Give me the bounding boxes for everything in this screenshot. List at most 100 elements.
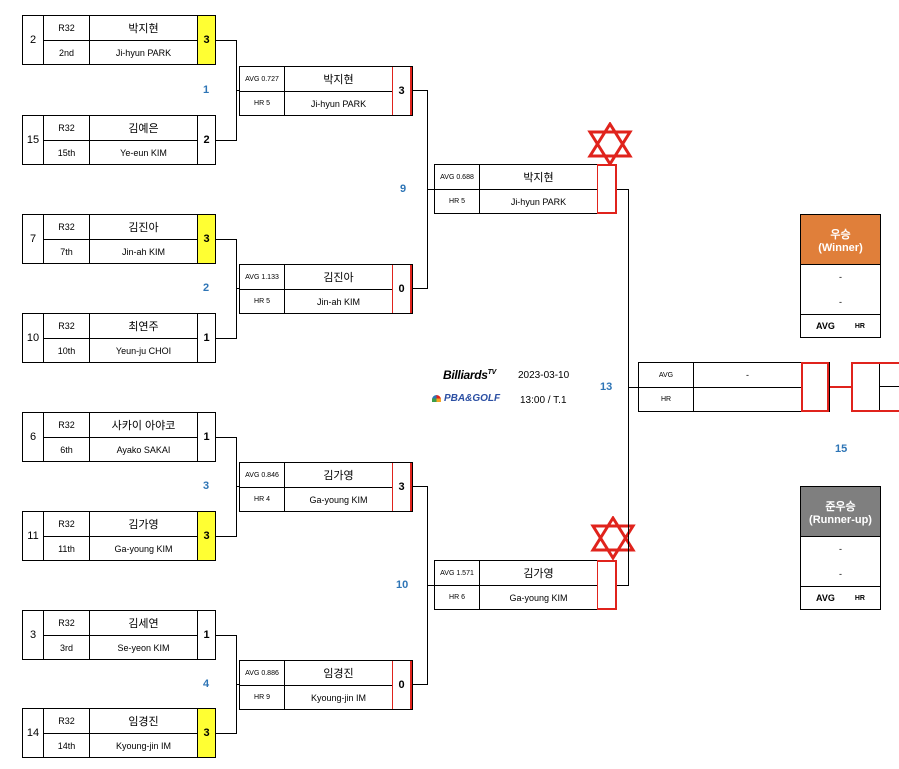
player-name-kor: 김가영 — [479, 561, 597, 585]
score-empty — [597, 560, 617, 610]
seed-number: 15 — [26, 134, 40, 146]
rank-label: 11th — [43, 536, 89, 560]
runnerup-subtitle: (Runner-up) — [809, 513, 872, 526]
r1-slot-5: 6 R32 6th 사카이 아야코 Ayako SAKAI 1 — [22, 412, 216, 462]
r1-slot-4: 10 R32 10th 최연주 Yeun-ju CHOI 1 — [22, 313, 216, 363]
connector — [236, 437, 237, 537]
semi-slot-1: AVG 0.688 HR 5 박지현 Ji-hyun PARK — [434, 164, 617, 214]
connector — [427, 585, 435, 586]
player-name-eng: Jin-ah KIM — [89, 239, 197, 263]
r1-slot-2: 15 R32 15th 김예은 Ye-eun KIM 2 — [22, 115, 216, 165]
round-label: R32 — [43, 16, 89, 40]
score-winner: 3 — [197, 16, 215, 64]
rank-label: 2nd — [43, 40, 89, 64]
winner-stats: AVG HR — [801, 314, 880, 337]
score-winner: 3 — [197, 512, 215, 560]
player-name-kor: 김가영 — [284, 463, 392, 487]
score: 3 — [392, 463, 412, 511]
player-name: - — [693, 363, 801, 387]
score: 1 — [197, 314, 215, 362]
final-slot-2 — [851, 362, 899, 412]
match-number: 15 — [835, 443, 848, 455]
connector — [830, 386, 852, 388]
player-name-kor: 김세연 — [89, 611, 197, 635]
player-name-eng: Ga-young KIM — [479, 585, 597, 609]
player-name-eng — [693, 387, 801, 411]
connector — [216, 536, 236, 537]
event-date: 2023-03-10 — [518, 370, 570, 381]
avg-label: AVG 1.133 — [245, 273, 279, 281]
avg-label: AVG — [658, 371, 674, 379]
connector — [216, 437, 236, 438]
rank-label: 6th — [43, 437, 89, 461]
connector — [413, 90, 427, 91]
round-label: R32 — [43, 215, 89, 239]
round-label: R32 — [43, 116, 89, 140]
seed-number: 10 — [26, 332, 40, 344]
round-label: R32 — [43, 512, 89, 536]
seed-number: 6 — [29, 431, 37, 443]
runnerup-name: - — [801, 536, 880, 561]
player-name-kor: 사카이 아야코 — [89, 413, 197, 437]
slot-divider — [879, 364, 899, 410]
winner-subtitle: (Winner) — [818, 241, 863, 254]
r2-slot-1: AVG 0.727 HR 5 박지현 Ji-hyun PARK 3 — [239, 66, 413, 116]
player-name-kor: 김진아 — [89, 215, 197, 239]
player-name-kor: 김진아 — [284, 265, 392, 289]
connector — [216, 239, 236, 240]
hr-label: HR — [854, 322, 865, 330]
seed-number: 14 — [26, 727, 40, 739]
connector — [236, 486, 240, 487]
winner-card: 우승 (Winner) - - AVG HR — [800, 214, 881, 338]
avg-label: AVG — [816, 321, 835, 331]
player-name-eng: Ji-hyun PARK — [284, 91, 392, 115]
hr-label: HR 5 — [240, 91, 284, 115]
seed-number: 3 — [29, 629, 37, 641]
r2-slot-3: AVG 0.846 HR 4 김가영 Ga-young KIM 3 — [239, 462, 413, 512]
winner-title: 우승 — [830, 228, 851, 241]
player-name-kor: 김예은 — [89, 116, 197, 140]
league-logo: PBA&GOLF — [432, 393, 500, 404]
match-number: 4 — [203, 678, 210, 690]
rank-label: 7th — [43, 239, 89, 263]
score: 0 — [392, 265, 412, 313]
winner-name-eng: - — [839, 296, 842, 307]
avg-label: AVG 0.688 — [440, 173, 474, 181]
winner-header: 우승 (Winner) — [801, 215, 880, 264]
runnerup-stats: AVG HR — [801, 586, 880, 609]
score-winner: 3 — [197, 709, 215, 757]
winner-name: - — [801, 264, 880, 289]
score: 1 — [197, 611, 215, 659]
score-winner: 3 — [197, 215, 215, 263]
hr-label: HR 4 — [240, 487, 284, 511]
connector — [413, 684, 427, 685]
broadcaster-logo: BilliardsTV — [443, 368, 496, 382]
player-name-kor: 임경진 — [284, 661, 392, 685]
round-label: R32 — [43, 611, 89, 635]
connector — [413, 486, 427, 487]
hr-label: HR 6 — [435, 585, 479, 609]
player-name-eng: Jin-ah KIM — [284, 289, 392, 313]
r2-slot-2: AVG 1.133 HR 5 김진아 Jin-ah KIM 0 — [239, 264, 413, 314]
final-slot: AVG HR - — [638, 362, 830, 412]
slot-divider — [879, 386, 899, 387]
broadcaster-name: Billiards — [443, 368, 488, 382]
match-number: 9 — [400, 183, 407, 195]
semi-slot-2: AVG 1.571 HR 6 김가영 Ga-young KIM — [434, 560, 617, 610]
r1-slot-1: 2 R32 2nd 박지현 Ji-hyun PARK 3 — [22, 15, 216, 65]
avg-label: AVG 0.846 — [245, 471, 279, 479]
player-name-eng: Kyoung-jin IM — [89, 733, 197, 757]
connector — [236, 90, 240, 91]
connector — [216, 635, 236, 636]
avg-label: AVG 1.571 — [440, 569, 474, 577]
connector — [216, 338, 236, 339]
hr-label: HR 5 — [435, 189, 479, 213]
connector — [216, 140, 236, 141]
broadcaster-sup: TV — [487, 369, 497, 376]
r1-slot-6: 11 R32 11th 김가영 Ga-young KIM 3 — [22, 511, 216, 561]
player-name-eng: Se-yeon KIM — [89, 635, 197, 659]
round-label: R32 — [43, 314, 89, 338]
player-name-eng: Ye-eun KIM — [89, 140, 197, 164]
match-number: 13 — [600, 381, 613, 393]
avg-label: AVG 0.727 — [245, 75, 279, 83]
